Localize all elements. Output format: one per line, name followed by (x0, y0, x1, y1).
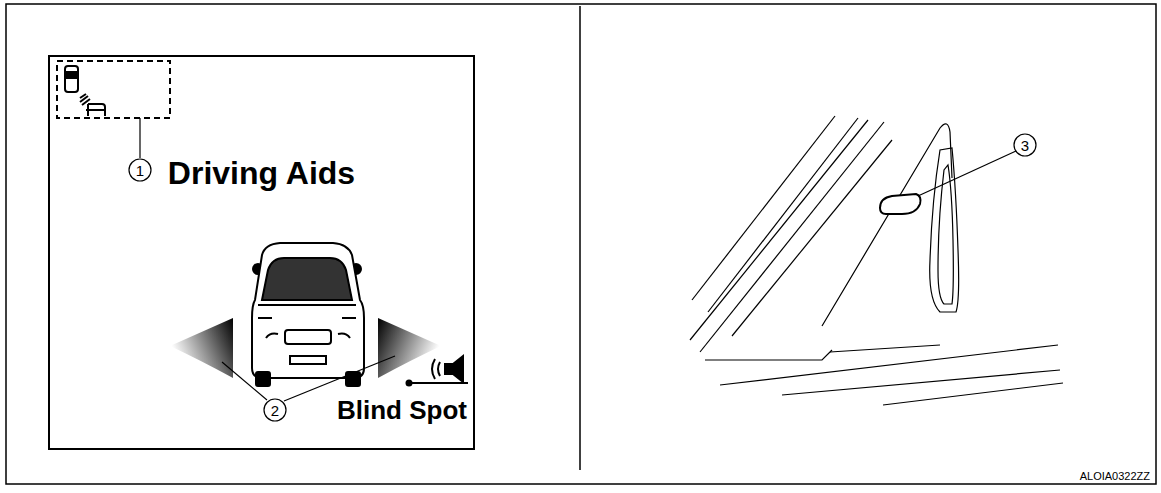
leader-line (284, 356, 395, 401)
function-name: Blind Spot (337, 397, 467, 423)
blind-spot-zone (170, 318, 233, 378)
callout-number: 3 (1021, 138, 1029, 153)
display-screen: Driving AidsBlind Spot (48, 55, 475, 450)
divider (579, 6, 581, 470)
callout-circle (1014, 134, 1036, 156)
callout-number: 1 (136, 163, 144, 178)
callout-circle (129, 159, 151, 181)
vehicle (252, 243, 364, 386)
callout-circle (264, 399, 286, 421)
a-pillar (690, 116, 1063, 405)
callout-number: 2 (271, 403, 279, 418)
bsw-indicator (880, 194, 921, 214)
speaker-icon (432, 356, 463, 382)
leader-line (918, 151, 1016, 196)
leader-line (139, 118, 140, 158)
switch-line (409, 382, 468, 384)
leader-line (222, 362, 267, 400)
bsw-icon (65, 66, 106, 116)
icon-frame (57, 61, 170, 118)
mirror-housing (930, 148, 959, 312)
figure-code: ALOIA0322ZZ (1080, 471, 1150, 482)
frame (6, 4, 1156, 484)
screen-title: Driving Aids (168, 157, 355, 189)
blind-spot-zone (378, 318, 441, 378)
